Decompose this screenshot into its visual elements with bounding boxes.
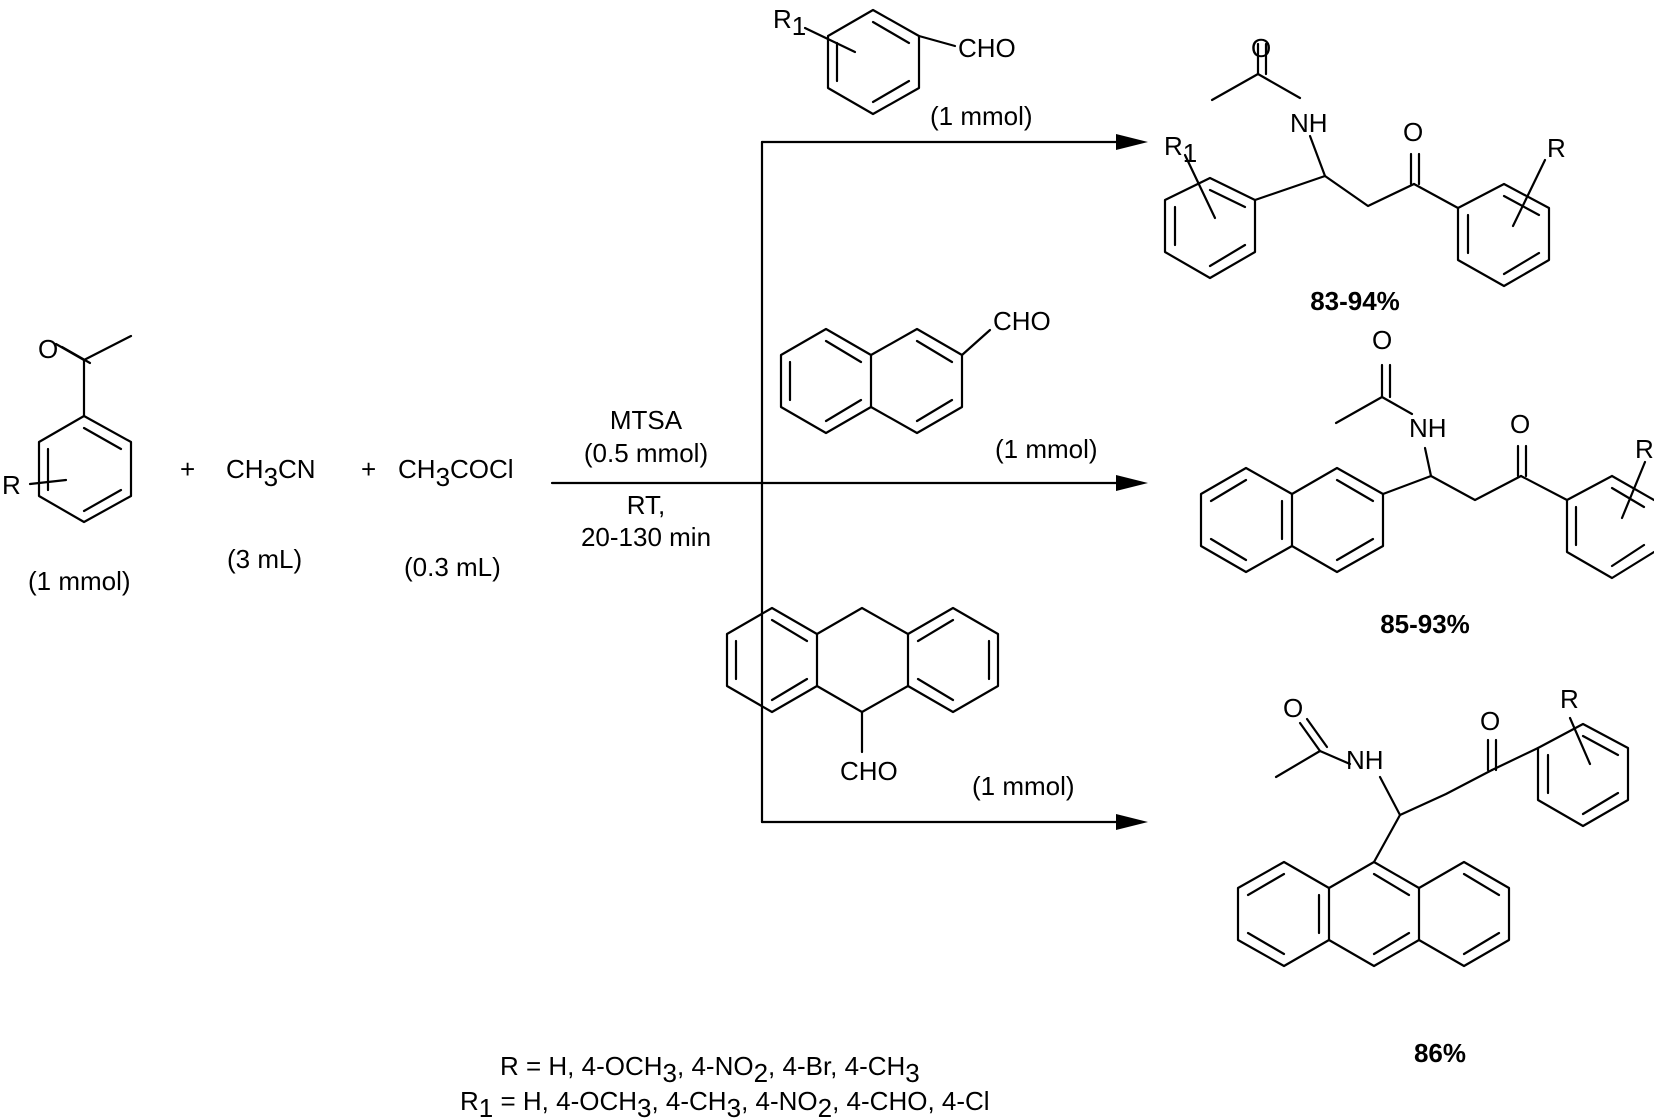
- reaction-conditions: MTSA (0.5 mmol) RT, 20-130 min: [581, 405, 711, 552]
- product-1-r1-sub: 1: [1183, 138, 1197, 168]
- product-2-yield: 85-93%: [1380, 609, 1470, 639]
- acetophenone-amount: (1 mmol): [28, 566, 131, 596]
- plus-sign-2: +: [361, 454, 376, 484]
- benzaldehyde-substituent: R: [773, 4, 792, 34]
- acetonitrile: CH3CN (3 mL): [226, 454, 316, 574]
- product-2-nh: NH: [1409, 413, 1447, 443]
- acetophenone-structure: O R (1 mmol): [2, 334, 133, 596]
- anthraldehyde-structure: CHO (1 mmol): [725, 606, 1075, 801]
- product-1-acetyl-oxygen: O: [1251, 33, 1271, 63]
- acetyl-chloride: CH3COCl (0.3 mL): [398, 454, 514, 582]
- product-2-r: R: [1635, 434, 1654, 464]
- anthraldehyde-cho: CHO: [840, 756, 898, 786]
- product-2-structure: O NH O R 85-93%: [1199, 325, 1654, 639]
- acetonitrile-formula-sub: 3: [264, 462, 278, 492]
- acetonitrile-formula-a: CH: [226, 454, 264, 484]
- product-3-r: R: [1560, 684, 1579, 714]
- benzaldehyde-cho: CHO: [958, 33, 1016, 63]
- product-3-ketone-oxygen: O: [1480, 706, 1500, 736]
- svg-text:CH3COCl: CH3COCl: [398, 454, 514, 492]
- naphthaldehyde-cho: CHO: [993, 306, 1051, 336]
- product-1-r1: R: [1164, 131, 1183, 161]
- acetyl-chloride-formula-sub: 3: [436, 462, 450, 492]
- acetophenone-oxygen: O: [38, 334, 58, 364]
- svg-text:R1: R1: [1164, 131, 1197, 168]
- anthraldehyde-amount: (1 mmol): [972, 771, 1075, 801]
- product-3-acetyl-oxygen: O: [1283, 693, 1303, 723]
- svg-text:R1: R1: [773, 4, 806, 41]
- product-3-nh: NH: [1346, 745, 1384, 775]
- svg-text:CH3CN: CH3CN: [226, 454, 316, 492]
- benzaldehyde-structure: CHO R1 (1 mmol): [773, 4, 1033, 131]
- acetonitrile-formula-b: CN: [278, 454, 316, 484]
- catalyst-amount: (0.5 mmol): [584, 438, 708, 468]
- naphthaldehyde-structure: CHO (1 mmol): [779, 306, 1098, 464]
- footnote-r-line: R = H, 4-OCH3, 4-NO2, 4-Br, 4-CH3: [500, 1051, 920, 1088]
- product-1-r: R: [1547, 133, 1566, 163]
- product-1-yield: 83-94%: [1310, 286, 1400, 316]
- product-2-acetyl-oxygen: O: [1372, 325, 1392, 355]
- acetonitrile-amount: (3 mL): [227, 544, 302, 574]
- product-2-ketone-oxygen: O: [1510, 409, 1530, 439]
- footnote-r1-line: R1 = H, 4-OCH3, 4-CH3, 4-NO2, 4-CHO, 4-C…: [460, 1086, 990, 1118]
- product-3-yield: 86%: [1414, 1038, 1466, 1068]
- benzaldehyde-amount: (1 mmol): [930, 101, 1033, 131]
- product-1-ketone-oxygen: O: [1403, 117, 1423, 147]
- acetyl-chloride-formula-a: CH: [398, 454, 436, 484]
- acetyl-chloride-amount: (0.3 mL): [404, 552, 501, 582]
- catalyst-label: MTSA: [610, 405, 683, 435]
- reaction-arrows: [550, 134, 1148, 830]
- product-3-structure: O NH O R 86%: [1236, 684, 1630, 1068]
- benzaldehyde-substituent-sub: 1: [792, 11, 806, 41]
- time-label: 20-130 min: [581, 522, 711, 552]
- acetyl-chloride-formula-b: COCl: [450, 454, 514, 484]
- substituent-footnote: R = H, 4-OCH3, 4-NO2, 4-Br, 4-CH3 R1 = H…: [460, 1051, 990, 1118]
- plus-sign-1: +: [180, 454, 195, 484]
- product-1-structure: O NH O R R1 83-94%: [1163, 33, 1566, 316]
- product-1-nh: NH: [1290, 108, 1328, 138]
- temperature-label: RT,: [627, 490, 666, 520]
- naphthaldehyde-amount: (1 mmol): [995, 434, 1098, 464]
- acetophenone-substituent: R: [2, 470, 21, 500]
